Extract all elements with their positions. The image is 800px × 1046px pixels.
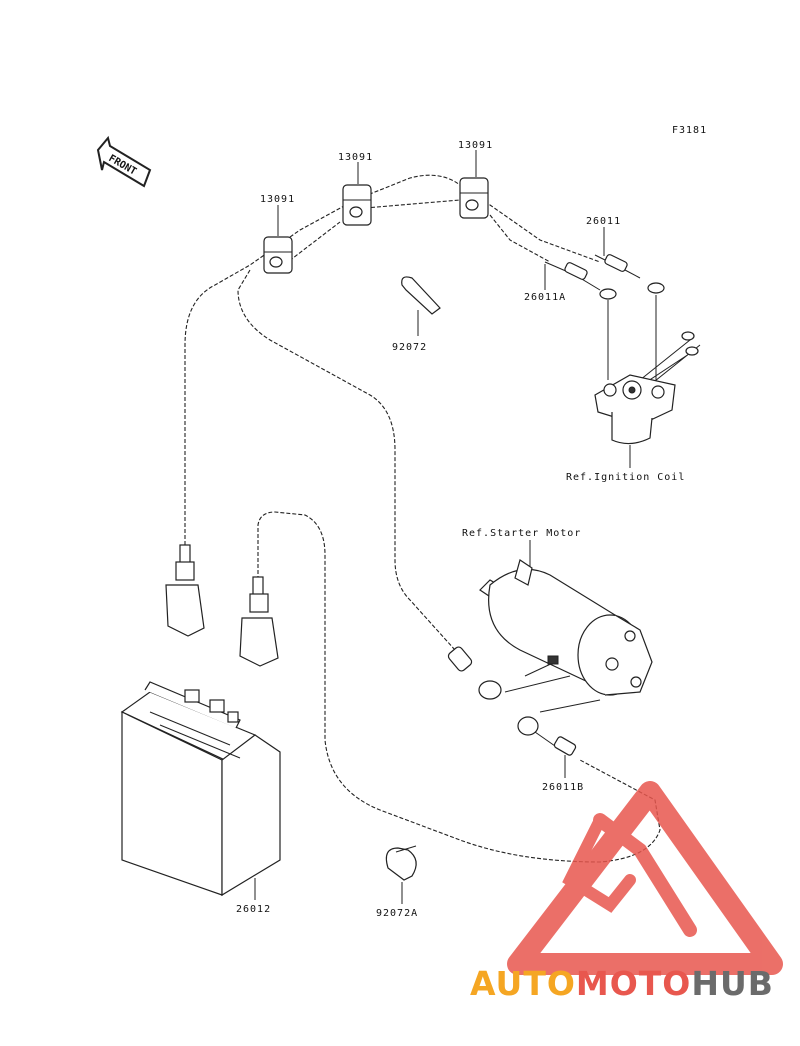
label-92072a: 92072A <box>376 908 418 919</box>
starter-motor <box>479 559 653 696</box>
cable-26011 <box>594 254 665 294</box>
battery-connector-left <box>165 544 205 637</box>
battery-to-starter-wire <box>257 511 661 863</box>
clamp-middle <box>342 184 372 226</box>
battery-connector-right <box>239 576 279 667</box>
label-13091-left: 13091 <box>260 194 295 205</box>
watermark-logo-icon <box>507 781 783 975</box>
label-13091-middle: 13091 <box>338 152 373 163</box>
cable-26011b <box>517 716 577 756</box>
ignition-wire <box>489 214 551 263</box>
band-92072 <box>401 276 441 315</box>
starter-cable-terminal <box>447 646 502 700</box>
band-92072a <box>385 845 417 881</box>
watermark-hub: HUB <box>691 964 774 1003</box>
watermark-text: AUTOMOTOHUB <box>470 964 774 1003</box>
ref-ignition-coil: Ref.Ignition Coil <box>566 472 685 483</box>
watermark-moto: MOTO <box>576 964 691 1003</box>
starter-cable-wire <box>237 269 456 651</box>
label-92072: 92072 <box>392 342 427 353</box>
ignition-coil-assembly <box>594 295 701 445</box>
main-harness-wire <box>184 174 601 545</box>
label-26012: 26012 <box>236 904 271 915</box>
label-26011: 26011 <box>586 216 621 227</box>
battery <box>120 681 281 897</box>
figure-code: F3181 <box>672 125 707 136</box>
cable-26011a <box>544 261 617 300</box>
label-26011a: 26011A <box>524 292 566 303</box>
ref-starter-motor: Ref.Starter Motor <box>462 528 581 539</box>
label-13091-right: 13091 <box>458 140 493 151</box>
clamp-left <box>263 236 293 274</box>
label-26011b: 26011B <box>542 782 584 793</box>
clamp-right <box>459 177 489 219</box>
front-arrow-icon: FRONT <box>96 135 152 188</box>
watermark-auto: AUTO <box>470 964 576 1003</box>
terminal-bolt <box>524 655 559 677</box>
